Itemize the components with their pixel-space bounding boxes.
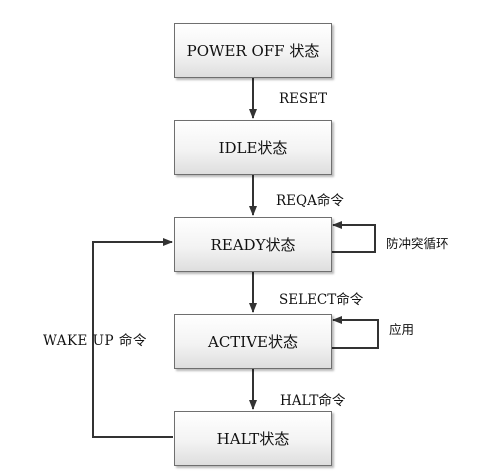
- state-power-off: POWER OFF 状态: [174, 23, 332, 78]
- transition-wake-up-label: WAKE UP 命令: [43, 333, 147, 349]
- state-halt: HALT状态: [174, 411, 332, 466]
- arrow-active-self-loop: [332, 316, 379, 349]
- arrow-ready-self-loop: [332, 221, 376, 253]
- transition-halt-label: HALT命令: [280, 393, 346, 409]
- state-ready: READY状态: [174, 217, 332, 272]
- state-active-label: ACTIVE状态: [207, 333, 299, 351]
- transition-reset-label: RESET: [279, 91, 328, 107]
- arrow-halt-to-ready: [92, 238, 173, 438]
- transition-select-label: SELECT命令: [279, 292, 364, 308]
- state-active: ACTIVE状态: [174, 314, 332, 369]
- active-loop-label: 应用: [389, 322, 415, 337]
- transition-reqa-label: REQA命令: [276, 193, 344, 209]
- state-idle: IDLE状态: [174, 120, 332, 175]
- state-idle-label: IDLE状态: [218, 139, 288, 157]
- state-halt-label: HALT状态: [216, 430, 290, 448]
- state-power-off-label: POWER OFF 状态: [186, 42, 320, 60]
- ready-loop-label: 防冲突循环: [386, 236, 449, 251]
- state-ready-label: READY状态: [210, 236, 296, 254]
